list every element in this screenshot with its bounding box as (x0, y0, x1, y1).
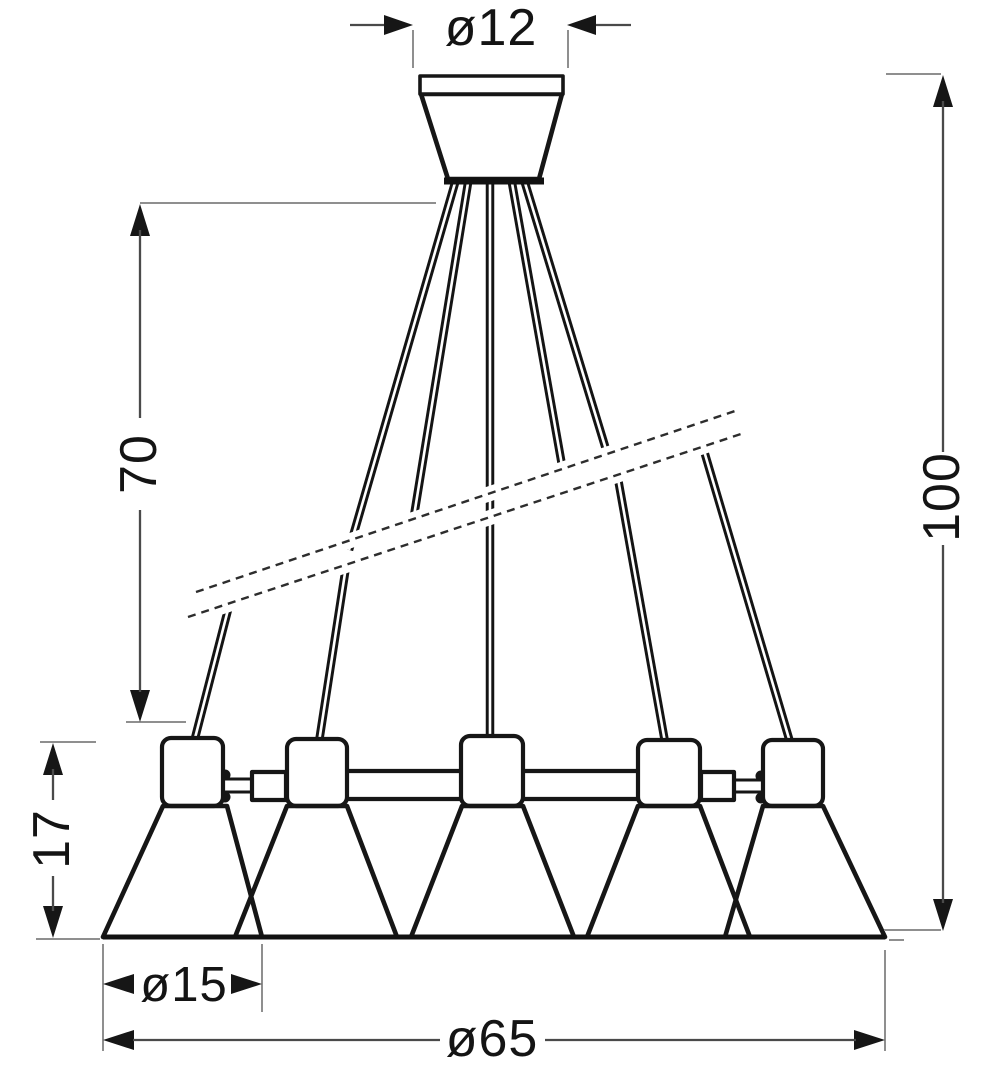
socket-3 (458, 733, 526, 809)
arrowhead-down-icon (933, 899, 953, 931)
dimension-head-height: 17 (23, 741, 100, 940)
cone-shades (100, 803, 888, 940)
arrowhead-left-icon (567, 15, 596, 35)
socket-1 (159, 735, 226, 809)
height-adjustment-break-lines (177, 401, 752, 627)
cable-core (510, 182, 565, 472)
dimension-overall-diameter: ø65 (103, 939, 904, 1068)
arrowhead-right-icon (384, 15, 413, 35)
socket-4 (635, 737, 703, 809)
cable-core (192, 601, 232, 743)
arrowhead-right-icon (231, 974, 262, 994)
dimension-label-canopy-diameter: ø12 (445, 0, 538, 57)
cable-core (523, 182, 610, 457)
shade-1 (100, 803, 265, 940)
dimension-label-shade-diameter: ø15 (140, 958, 227, 1012)
socket-5 (760, 737, 826, 809)
threaded-connector-left (220, 777, 256, 794)
cable-core (411, 182, 470, 523)
break-line-upper-dashed (195, 408, 739, 594)
arrowhead-up-icon (933, 75, 953, 107)
shade-5 (722, 803, 888, 940)
shade-3 (408, 803, 577, 940)
canopy-top-band (418, 74, 565, 96)
arrowhead-down-icon (130, 690, 150, 722)
dimension-label-head-height: 17 (23, 809, 81, 869)
dimension-total-height: 100 (884, 73, 971, 931)
dimension-canopy-diameter: ø12 (350, 0, 631, 68)
dimension-shade-diameter: ø15 (102, 944, 263, 1051)
dimension-suspension-length: 70 (110, 202, 436, 723)
bar-end-block-right (698, 769, 737, 803)
dimension-label-suspension-length: 70 (110, 434, 168, 494)
arrowhead-down-icon (43, 906, 63, 938)
dimension-label-overall-diameter: ø65 (446, 1010, 539, 1068)
dimension-label-total-height: 100 (913, 452, 971, 542)
bar-end-block-left (249, 769, 289, 803)
arrowhead-up-icon (130, 204, 150, 236)
arrowhead-left-icon (103, 1030, 134, 1050)
cable-core (700, 443, 792, 743)
shade-4 (584, 803, 753, 940)
cable-core (317, 559, 349, 743)
arrowhead-up-icon (43, 743, 63, 775)
arrowhead-left-icon (103, 974, 134, 994)
ceiling-canopy (418, 74, 565, 185)
arrowhead-right-icon (854, 1030, 885, 1050)
suspension-cables-upper (344, 181, 613, 740)
cable-core (347, 182, 457, 551)
suspension-cables-lower (189, 442, 795, 744)
break-line-halo (177, 425, 752, 627)
canopy-body (418, 91, 565, 182)
shade-2 (232, 803, 400, 940)
cable-core (615, 472, 667, 743)
lamp-sockets (159, 733, 826, 809)
socket-2 (284, 736, 350, 809)
